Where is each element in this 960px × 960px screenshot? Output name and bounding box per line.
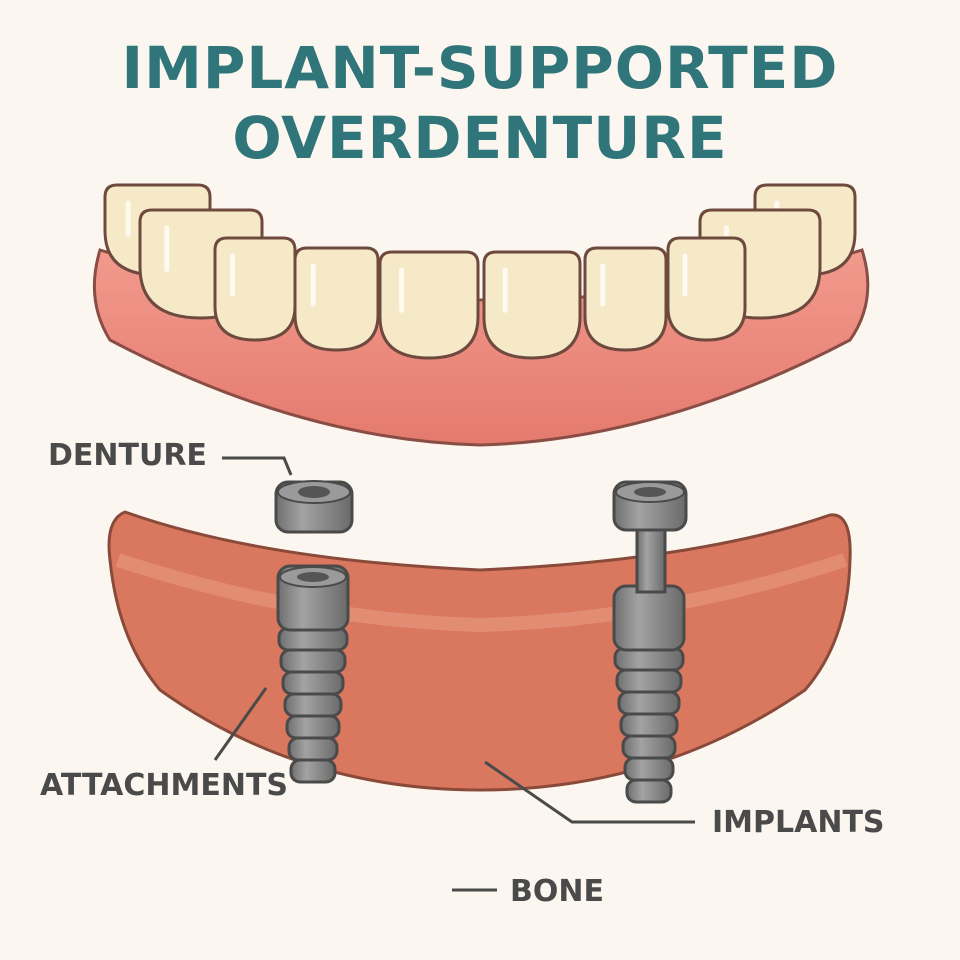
title-line-2: OVERDENTURE <box>232 104 728 172</box>
label-implants: IMPLANTS <box>712 805 885 840</box>
denture-leader <box>222 456 293 476</box>
tooth <box>293 246 380 352</box>
denture-teeth <box>103 183 857 360</box>
implant-thread <box>289 758 337 784</box>
implant-left <box>276 564 350 784</box>
tooth <box>213 236 297 342</box>
label-attachments: ATTACHMENTS <box>40 768 289 803</box>
attachment-cap <box>274 480 354 534</box>
implant-thread <box>617 690 681 716</box>
implant-thread <box>279 648 347 674</box>
label-denture: DENTURE <box>48 438 207 473</box>
implant-thread <box>621 734 677 760</box>
implant-right <box>612 480 688 804</box>
implant-thread <box>619 712 679 738</box>
label-bone: BONE <box>510 874 604 909</box>
implant-thread <box>615 668 683 694</box>
implant-thread <box>285 714 341 740</box>
implant-thread <box>281 670 345 696</box>
attachments-leader <box>213 687 268 761</box>
tooth <box>378 250 480 360</box>
implant-thread <box>625 778 673 804</box>
tooth <box>666 236 747 342</box>
tooth <box>482 250 582 360</box>
implant-thread <box>623 756 675 782</box>
bone <box>107 510 852 792</box>
title-line-1: IMPLANT-SUPPORTED <box>121 34 839 102</box>
tooth <box>583 246 668 352</box>
implant-thread <box>287 736 339 762</box>
implants-leader <box>484 760 695 824</box>
implant-thread <box>283 692 343 718</box>
